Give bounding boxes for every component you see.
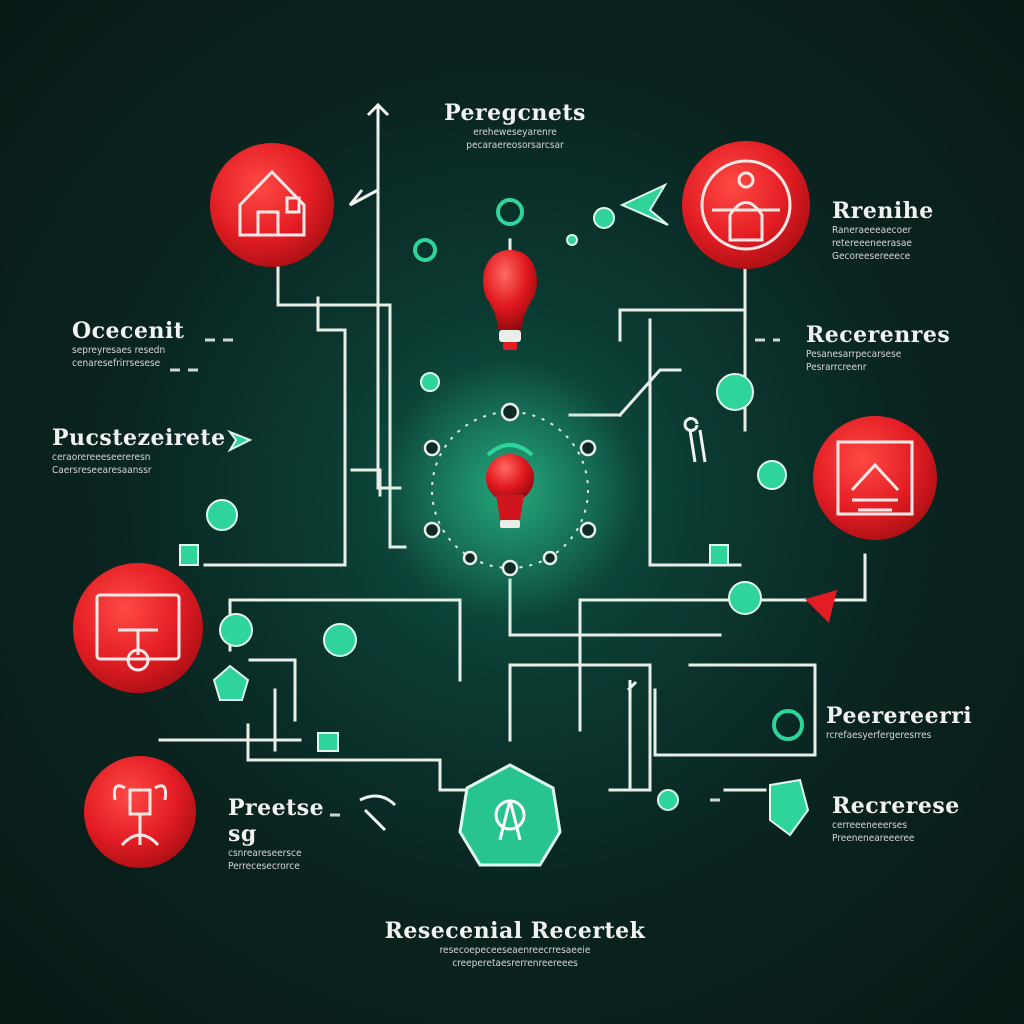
label-bottom-center: Resecenial Recertek resecoepeceeseaenree…: [360, 918, 670, 970]
label-title: Resecenial Recertek: [384, 918, 646, 944]
label-line: ceraorereeeseereresn: [52, 452, 151, 463]
label-line: Pesanesarrpecarsese: [806, 349, 902, 360]
label-line: Caersreseearesaanssr: [52, 465, 152, 476]
label-title: Recerenres: [806, 322, 951, 348]
building-icon: [813, 416, 937, 540]
shield-icon: [458, 763, 562, 867]
label-right-2: Peerereerri rcrefaesyerfergeresrres: [826, 703, 996, 742]
label-title: Peerereerri: [826, 703, 973, 729]
label-line: Perrecesecrorce: [228, 861, 300, 872]
label-bottom-right: Recrerese cerreeeneeerses Preeneneareeer…: [832, 793, 982, 845]
label-line: rcrefaesyerfergeresrres: [826, 730, 932, 741]
house-icon: [210, 143, 334, 267]
network-node-icons: [179, 182, 810, 837]
label-line: resecoepeceeseaenreecrresaeeie: [439, 945, 591, 956]
figure-icon: [84, 756, 196, 868]
label-top-center: Peregcnets ereheweseyarenre pecaraereoso…: [430, 100, 600, 152]
label-line: Preeneneareeeree: [832, 833, 915, 844]
label-line: Pesrarrcreenr: [806, 362, 867, 373]
label-title: Rrenihe: [832, 198, 934, 224]
label-title: Preetse sg: [228, 795, 325, 847]
label-title: Ocecenit: [72, 318, 185, 344]
label-line: csnreareseersce: [228, 848, 302, 859]
label-title: Recrerese: [832, 793, 960, 819]
label-line: pecaraereosorsarcsar: [466, 140, 564, 151]
lightbulb-icon: [483, 250, 537, 350]
arrow-icons: [348, 102, 838, 832]
label-bottom-left: Preetse sg csnreareseersce Perrecesecror…: [228, 795, 358, 873]
person-icon: [682, 141, 810, 269]
lightbulb-icon: [486, 443, 534, 528]
label-title: Peregcnets: [444, 100, 586, 126]
document-icon: [73, 563, 203, 693]
label-top-right: Rrenihe Raneraeeeaecoer retereeeneerasae…: [832, 198, 982, 263]
label-left-2: Pucstezeirete ceraorereeeseereresn Caers…: [52, 425, 226, 477]
label-line: cenaresefrirrsesese: [72, 358, 161, 369]
label-line: cerreeeneeerses: [832, 820, 908, 831]
label-line: ereheweseyarenre: [473, 127, 557, 138]
label-line: Raneraeeeaecoer: [832, 225, 912, 236]
label-line: sepreyresaes resedn: [72, 345, 166, 356]
label-right-1: Recerenres Pesanesarrpecarsese Pesrarrcr…: [806, 322, 966, 374]
label-line: retereeeneerasae: [832, 238, 912, 249]
label-left-1: Ocecenit sepreyresaes resedn cenaresefri…: [72, 318, 222, 370]
label-title: Pucstezeirete: [52, 425, 226, 451]
label-line: creeperetaesrerrenreereees: [452, 958, 578, 969]
dashed-accents: [170, 338, 780, 817]
label-line: Gecoreesereeece: [832, 251, 911, 262]
ring-nodes: [423, 402, 597, 577]
